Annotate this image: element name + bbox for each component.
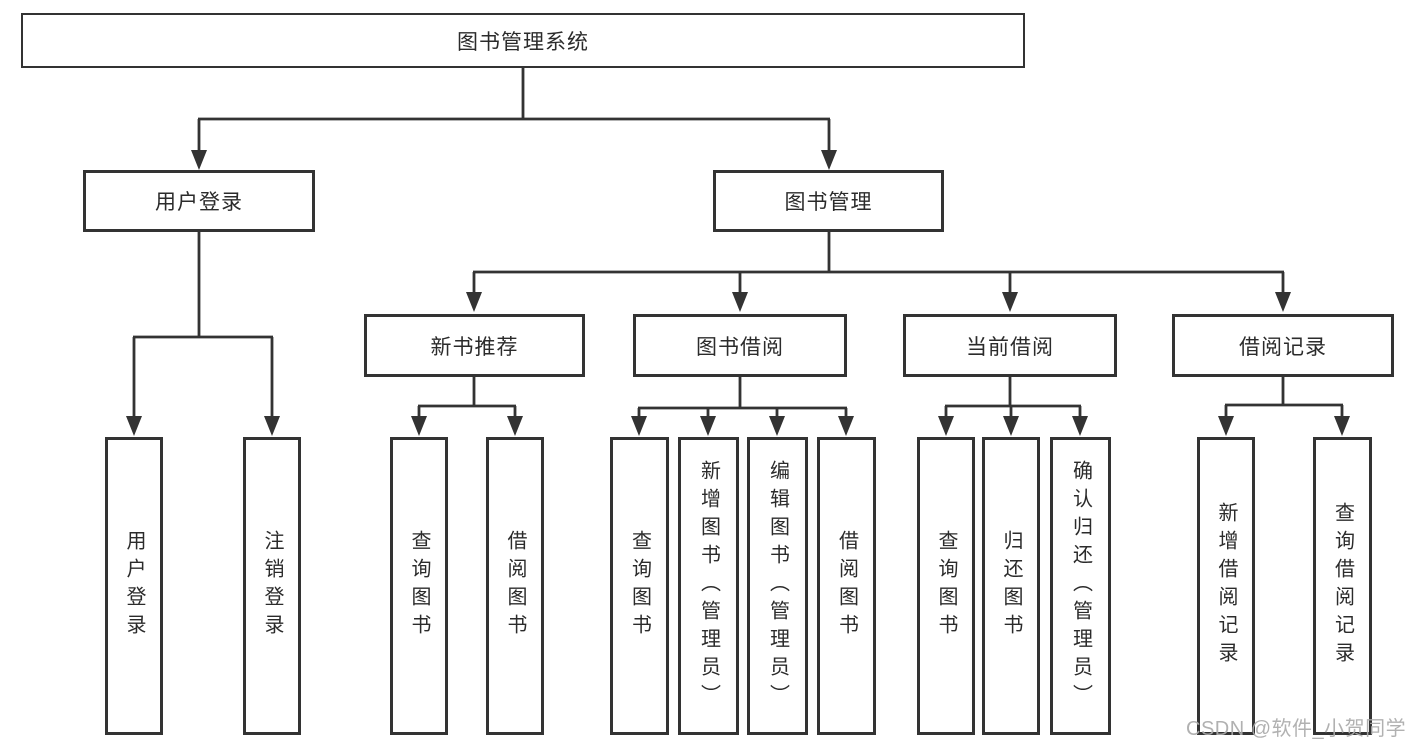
leaf-borrow-books-recommend: 借阅图书 <box>486 437 544 735</box>
leaf-label: 查询借阅记录 <box>1331 502 1354 670</box>
node-label: 新书推荐 <box>430 335 519 359</box>
node-label: 借阅记录 <box>1239 335 1327 359</box>
leaf-label: 注销登录 <box>261 530 283 642</box>
leaf-return-books: 归还图书 <box>982 437 1040 735</box>
node-book-management: 图书管理 <box>713 170 944 232</box>
leaf-user-login: 用户登录 <box>105 437 163 735</box>
leaf-add-book-admin: 新增图书（管理员） <box>678 437 739 735</box>
leaf-label: 新增图书（管理员） <box>697 460 720 712</box>
node-current-borrowing: 当前借阅 <box>903 314 1117 377</box>
node-new-book-recommendation: 新书推荐 <box>364 314 585 377</box>
leaf-label: 查询图书 <box>935 530 957 642</box>
leaf-query-books-borrowing: 查询图书 <box>610 437 669 735</box>
node-label: 当前借阅 <box>966 335 1054 359</box>
leaf-label: 新增借阅记录 <box>1215 502 1237 670</box>
leaf-label: 编辑图书（管理员） <box>766 460 789 712</box>
leaf-label: 查询图书 <box>628 530 651 642</box>
node-book-borrowing: 图书借阅 <box>633 314 847 377</box>
node-borrowing-records: 借阅记录 <box>1172 314 1394 377</box>
leaf-query-books-recommend: 查询图书 <box>390 437 448 735</box>
node-label: 图书借阅 <box>696 335 784 359</box>
node-label: 图书管理 <box>784 191 873 214</box>
leaf-label: 用户登录 <box>123 530 145 642</box>
leaf-label: 归还图书 <box>1000 530 1022 642</box>
leaf-label: 借阅图书 <box>835 530 858 642</box>
leaf-query-borrow-record: 查询借阅记录 <box>1313 437 1372 735</box>
node-user-login: 用户登录 <box>83 170 315 232</box>
leaf-label: 查询图书 <box>408 530 430 642</box>
node-library-system: 图书管理系统 <box>21 13 1025 68</box>
leaf-add-borrow-record: 新增借阅记录 <box>1197 437 1255 735</box>
leaf-query-books-current: 查询图书 <box>917 437 975 735</box>
node-label: 图书管理系统 <box>457 30 589 54</box>
leaf-borrow-books-borrowing: 借阅图书 <box>817 437 876 735</box>
leaf-label: 借阅图书 <box>504 530 526 642</box>
leaf-logout: 注销登录 <box>243 437 301 735</box>
csdn-watermark: CSDN @软件_小贺同学 <box>1186 718 1405 740</box>
node-label: 用户登录 <box>155 191 243 214</box>
leaf-confirm-return-admin: 确认归还（管理员） <box>1050 437 1111 735</box>
leaf-edit-book-admin: 编辑图书（管理员） <box>747 437 808 735</box>
leaf-label: 确认归还（管理员） <box>1069 460 1092 712</box>
